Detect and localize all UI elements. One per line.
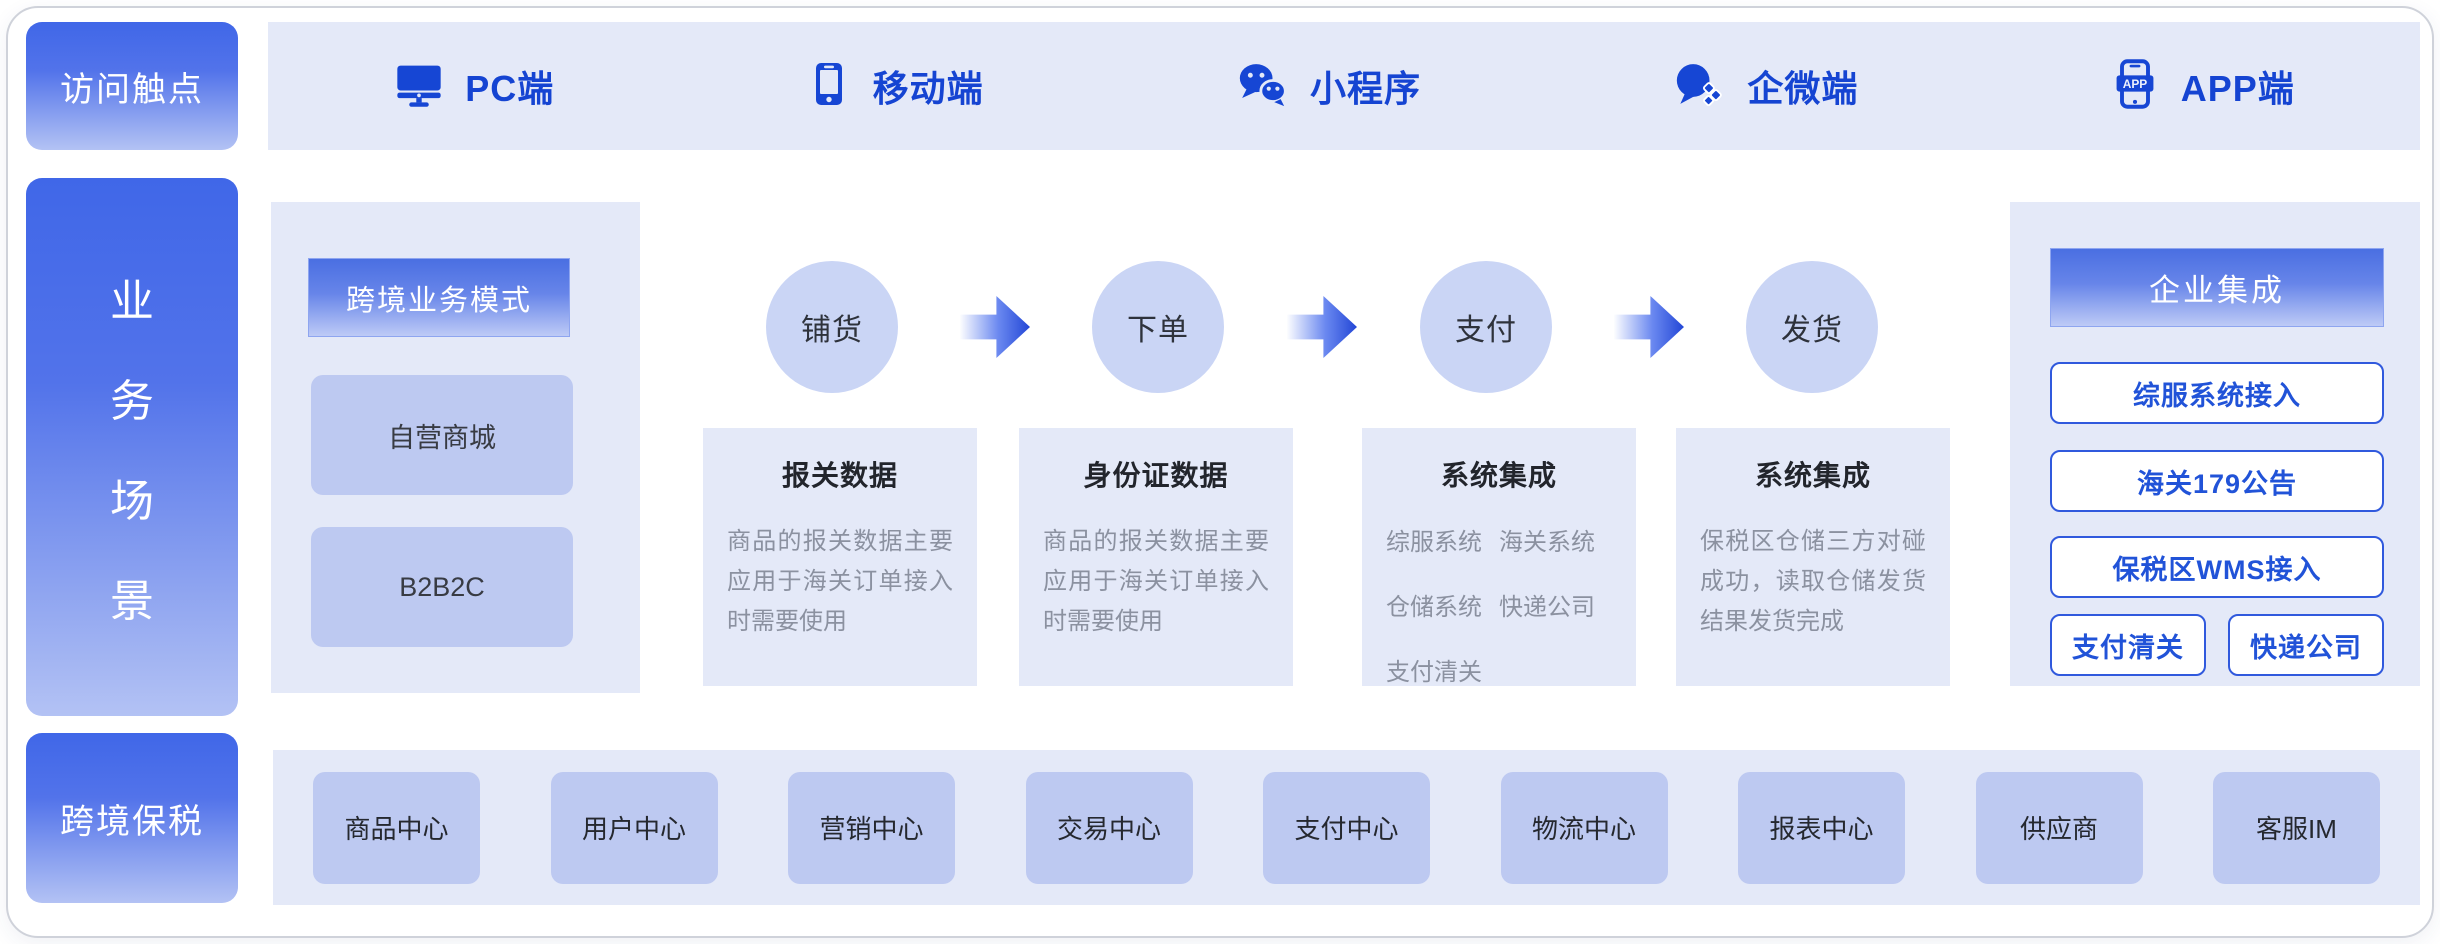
cross-border-bonded-text: 跨境保税 <box>60 802 204 841</box>
integration-item-payment-clearance: 支付清关 <box>1386 659 1482 686</box>
mobile-icon <box>805 60 853 113</box>
button-bonded-wms-access-label: 保税区WMS接入 <box>2112 554 2322 585</box>
flow-step-pay-label: 支付 <box>1455 314 1517 347</box>
app-badge-text: APP <box>2123 76 2148 90</box>
scene-char-4: 景 <box>110 577 154 626</box>
center-box-supplier: 供应商 <box>1975 771 2143 884</box>
button-payment-clearance: 支付清关 <box>2050 614 2206 676</box>
mode-item-self-mall: 自营商城 <box>311 375 573 495</box>
center-box-report: 报表中心 <box>1738 771 1905 884</box>
integration-item-warehouse: 仓储系统 <box>1386 594 1482 621</box>
touchpoint-mobile: 移动端 <box>805 60 984 113</box>
detail-system-integration-pay-title: 系统集成 <box>1440 460 1557 491</box>
button-payment-clearance-label: 支付清关 <box>2072 632 2184 663</box>
pc-icon <box>393 58 445 115</box>
centers-bar: 商品中心 用户中心 营销中心 交易中心 支付中心 物流中心 报表中心 供应商 客… <box>273 750 2420 905</box>
touchpoint-wecom-label: 企微端 <box>1747 68 1859 109</box>
center-box-trade: 交易中心 <box>1025 771 1193 884</box>
center-box-trade-label: 交易中心 <box>1056 814 1161 844</box>
touchpoint-app: APP APP端 <box>2109 58 2295 115</box>
center-box-marketing: 营销中心 <box>788 771 955 884</box>
flow-step-ship-label: 发货 <box>1781 314 1843 347</box>
wechat-miniprogram-icon <box>1234 56 1290 117</box>
mode-item-self-mall-label: 自营商城 <box>388 422 496 453</box>
center-box-report-label: 报表中心 <box>1769 814 1874 844</box>
detail-id-data: 身份证数据 商品的报关数据主要应用于海关订单接入时需要使用 <box>1019 428 1293 686</box>
touchpoints-bar: PC端 移动端 小程序 <box>268 22 2420 150</box>
flow-step-order: 下单 <box>1092 261 1224 393</box>
integration-item-zongfu: 综服系统 <box>1386 529 1482 556</box>
center-box-payment-label: 支付中心 <box>1294 814 1399 844</box>
business-scene-label: 业 务 场 景 <box>26 178 238 716</box>
touchpoint-pc-label: PC端 <box>465 68 555 109</box>
enterprise-integration-title: 企业集成 <box>2149 273 2285 308</box>
button-zongfu-system-access: 综服系统接入 <box>2050 362 2384 424</box>
flow-step-pay: 支付 <box>1420 261 1552 393</box>
scene-char-1: 业 <box>110 277 154 326</box>
integration-item-express: 快递公司 <box>1499 594 1595 621</box>
center-box-marketing-label: 营销中心 <box>819 814 924 844</box>
button-zongfu-system-access-label: 综服系统接入 <box>2133 380 2301 411</box>
cross-border-mode-panel: 跨境业务模式 自营商城 B2B2C <box>271 202 640 693</box>
center-box-payment: 支付中心 <box>1263 771 1430 884</box>
cross-border-mode-header: 跨境业务模式 <box>308 258 570 337</box>
access-touchpoints-label: 访问触点 <box>26 22 238 150</box>
detail-system-integration-pay-list: 综服系统 海关系统 仓储系统 快递公司 支付清关 <box>1362 522 1636 687</box>
access-touchpoints-text: 访问触点 <box>60 70 204 109</box>
center-box-user-label: 用户中心 <box>581 814 686 844</box>
flow-step-order-label: 下单 <box>1127 314 1189 347</box>
center-box-service-im-label: 客服IM <box>2256 814 2337 844</box>
detail-id-data-body: 商品的报关数据主要应用于海关订单接入时需要使用 <box>1043 528 1269 635</box>
button-customs-179-notice: 海关179公告 <box>2050 450 2384 512</box>
detail-customs-data-body: 商品的报关数据主要应用于海关订单接入时需要使用 <box>727 528 953 635</box>
center-box-service-im: 客服IM <box>2213 771 2380 884</box>
touchpoint-pc: PC端 <box>393 58 554 115</box>
center-box-logistics: 物流中心 <box>1500 771 1668 884</box>
button-bonded-wms-access: 保税区WMS接入 <box>2050 536 2384 598</box>
button-express-company: 快递公司 <box>2228 614 2384 676</box>
button-customs-179-notice-label: 海关179公告 <box>2136 468 2298 499</box>
scene-char-2: 务 <box>110 377 154 426</box>
detail-system-integration-ship-title: 系统集成 <box>1754 460 1871 491</box>
detail-system-integration-ship-body: 保税区仓储三方对碰成功，读取仓储发货结果发货完成 <box>1700 528 1926 635</box>
mode-item-b2b2c-label: B2B2C <box>399 571 485 602</box>
touchpoint-mobile-label: 移动端 <box>872 68 984 109</box>
flow-step-ship: 发货 <box>1746 261 1878 393</box>
flow-step-stock: 铺货 <box>766 261 898 393</box>
touchpoint-miniprogram-label: 小程序 <box>1309 68 1421 109</box>
flow-step-stock-label: 铺货 <box>801 314 863 347</box>
detail-id-data-title: 身份证数据 <box>1083 460 1229 491</box>
enterprise-integration-panel: 企业集成 综服系统接入 海关179公告 保税区WMS接入 支付清关 快递公司 <box>2010 202 2420 686</box>
center-box-product: 商品中心 <box>313 771 480 884</box>
center-box-supplier-label: 供应商 <box>2019 814 2098 844</box>
touchpoint-app-label: APP端 <box>2180 68 2295 109</box>
app-icon: APP <box>2109 58 2161 115</box>
touchpoint-miniprogram: 小程序 <box>1234 56 1421 117</box>
center-box-logistics-label: 物流中心 <box>1531 814 1636 844</box>
center-box-user: 用户中心 <box>550 771 718 884</box>
integration-item-customs: 海关系统 <box>1499 529 1595 556</box>
enterprise-integration-header: 企业集成 <box>2050 248 2384 327</box>
cross-border-mode-title: 跨境业务模式 <box>345 284 532 317</box>
scene-char-3: 场 <box>110 477 154 526</box>
center-box-product-label: 商品中心 <box>344 814 449 844</box>
detail-system-integration-ship: 系统集成 保税区仓储三方对碰成功，读取仓储发货结果发货完成 <box>1676 428 1950 686</box>
touchpoint-wecom: 企微端 <box>1671 56 1858 117</box>
detail-customs-data: 报关数据 商品的报关数据主要应用于海关订单接入时需要使用 <box>703 428 977 686</box>
detail-system-integration-pay: 系统集成 综服系统 海关系统 仓储系统 快递公司 支付清关 <box>1362 428 1636 686</box>
wecom-icon <box>1671 56 1727 117</box>
mode-item-b2b2c: B2B2C <box>311 527 573 647</box>
button-express-company-label: 快递公司 <box>2250 632 2362 663</box>
cross-border-bonded-label: 跨境保税 <box>26 733 238 903</box>
detail-customs-data-title: 报关数据 <box>781 460 898 491</box>
